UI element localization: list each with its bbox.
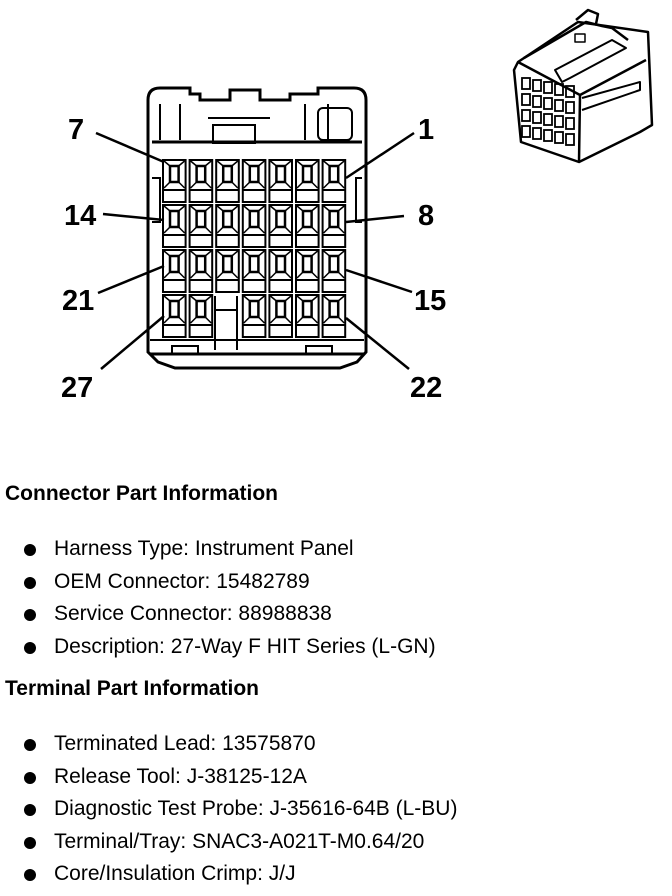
pin-label-7: 7 <box>68 114 84 146</box>
isometric-cavity <box>532 95 542 108</box>
bullet-icon <box>24 739 36 751</box>
terminal-info-item: Diagnostic Test Probe: J-35616-64B (L-BU… <box>24 793 457 826</box>
pin-label-27: 27 <box>61 372 93 404</box>
isometric-cavity <box>521 93 531 106</box>
bullet-icon <box>24 869 36 881</box>
terminal-cavity <box>268 204 293 248</box>
terminal-cavity <box>215 249 240 293</box>
isometric-cavity <box>521 125 531 138</box>
terminal-cavity <box>162 159 187 203</box>
terminal-cavity <box>321 159 347 203</box>
connector-info-item: Service Connector: 88988838 <box>24 598 436 631</box>
isometric-cavity <box>532 79 542 92</box>
cavity-grid <box>162 159 347 338</box>
terminal-cavity <box>215 204 240 248</box>
isometric-cavity <box>543 81 553 94</box>
bullet-icon <box>24 544 36 556</box>
connector-diagram: 7 1 14 8 21 15 27 22 <box>61 8 654 404</box>
terminal-cavity <box>268 159 293 203</box>
isometric-cavity <box>532 127 542 140</box>
terminal-cavity <box>188 249 214 293</box>
terminal-cavity <box>295 204 320 248</box>
pin-label-8: 8 <box>418 200 434 232</box>
terminal-cavity <box>241 294 267 338</box>
pin-label-22: 22 <box>410 372 442 404</box>
terminal-cavity <box>241 249 267 293</box>
isometric-cavity <box>565 117 575 130</box>
terminal-cavity <box>295 249 320 293</box>
connector-info-heading: Connector Part Information <box>5 482 279 505</box>
terminal-cavity <box>268 294 293 338</box>
pin-label-15: 15 <box>414 285 446 317</box>
terminal-cavity <box>321 204 347 248</box>
terminal-info-item: Release Tool: J-38125-12A <box>24 761 457 794</box>
terminal-cavity <box>241 159 267 203</box>
isometric-cavity <box>565 101 575 114</box>
isometric-cavities <box>521 77 575 146</box>
terminal-info-text: Core/Insulation Crimp: J/J <box>54 862 296 885</box>
isometric-cavity <box>532 111 542 124</box>
connector-info-text: Harness Type: Instrument Panel <box>54 537 354 560</box>
bullet-icon <box>24 576 36 589</box>
leader-lines <box>95 131 415 370</box>
terminal-info-text: Terminated Lead: 13575870 <box>54 732 316 755</box>
bullet-icon <box>24 836 36 849</box>
terminal-info-item: Core/Insulation Crimp: J/J <box>24 858 457 891</box>
bullet-icon <box>24 771 36 784</box>
terminal-cavity <box>215 159 240 203</box>
connector-info-item: Description: 27-Way F HIT Series (L-GN) <box>24 631 436 664</box>
terminal-info-text: Release Tool: J-38125-12A <box>54 764 307 788</box>
connector-isometric-view <box>512 8 654 164</box>
isometric-cavity <box>565 85 575 98</box>
pin-label-1: 1 <box>418 114 434 146</box>
isometric-cavity <box>565 133 575 146</box>
terminal-cavity <box>321 294 347 338</box>
terminal-info-heading: Terminal Part Information <box>5 677 259 700</box>
terminal-info-text: Terminal/Tray: SNAC3-A021T-M0.64/20 <box>54 829 425 853</box>
terminal-cavity <box>321 249 347 293</box>
bullet-icon <box>24 609 36 621</box>
terminal-cavity <box>295 294 320 338</box>
connector-info-text: Service Connector: 88988838 <box>54 602 332 625</box>
terminal-cavity <box>162 249 187 293</box>
terminal-cavity <box>188 159 214 203</box>
connector-info-list: Harness Type: Instrument Panel OEM Conne… <box>24 533 436 663</box>
terminal-cavity <box>295 159 320 203</box>
terminal-cavity <box>188 294 214 338</box>
isometric-cavity <box>521 109 531 122</box>
terminal-cavity <box>162 294 187 338</box>
bullet-icon <box>24 641 36 654</box>
isometric-cavity <box>543 129 553 142</box>
terminal-info-item: Terminated Lead: 13575870 <box>24 728 457 761</box>
isometric-cavity <box>554 83 564 96</box>
isometric-cavity <box>543 97 553 110</box>
isometric-cavity <box>554 115 564 128</box>
connector-info-item: OEM Connector: 15482789 <box>24 566 436 599</box>
connector-info-text: OEM Connector: 15482789 <box>54 569 310 593</box>
terminal-cavity <box>162 204 187 248</box>
connector-face <box>146 86 368 370</box>
bullet-icon <box>24 804 36 816</box>
connector-info-item: Harness Type: Instrument Panel <box>24 533 436 566</box>
isometric-cavity <box>521 77 531 90</box>
terminal-info-item: Terminal/Tray: SNAC3-A021T-M0.64/20 <box>24 826 457 859</box>
pin-label-14: 14 <box>64 200 96 232</box>
isometric-cavity <box>554 99 564 112</box>
terminal-cavity <box>241 204 267 248</box>
pin-label-21: 21 <box>62 285 94 317</box>
isometric-cavity <box>543 113 553 126</box>
isometric-cavity <box>554 131 564 144</box>
terminal-info-list: Terminated Lead: 13575870 Release Tool: … <box>24 728 457 891</box>
terminal-cavity <box>188 204 214 248</box>
terminal-cavity <box>268 249 293 293</box>
connector-info-text: Description: 27-Way F HIT Series (L-GN) <box>54 634 436 658</box>
terminal-info-text: Diagnostic Test Probe: J-35616-64B (L-BU… <box>54 797 458 820</box>
